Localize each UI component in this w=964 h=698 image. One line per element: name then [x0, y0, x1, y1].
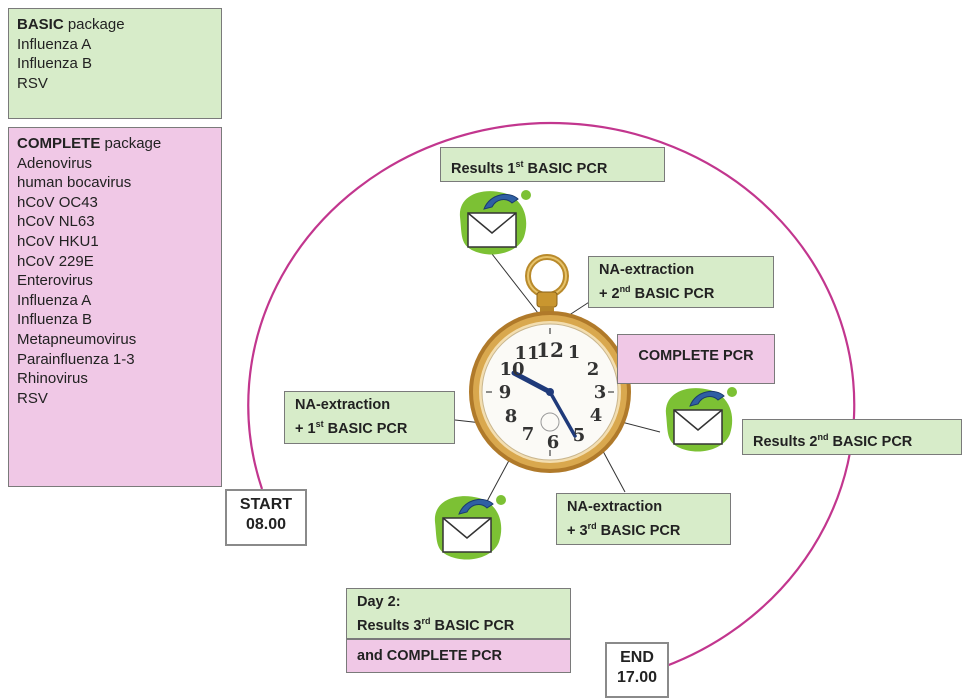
start-time: 08.00: [245, 516, 287, 533]
end-time-box: END 17.00: [605, 642, 669, 698]
complete-package-item: Influenza B: [17, 311, 93, 329]
complete-package-item: hCoV NL63: [17, 213, 95, 231]
envelope-icon: [434, 495, 506, 560]
complete-package-item: hCoV 229E: [17, 252, 94, 270]
complete-package-item: Metapneumovirus: [17, 330, 137, 348]
clock-numeral: 2: [587, 359, 600, 380]
start-time-box: START 08.00: [225, 489, 307, 546]
complete-package-item: Rhinovirus: [17, 370, 88, 388]
clock-numeral: 7: [522, 424, 535, 445]
basic-package-item: RSV: [17, 74, 48, 92]
envelope-icon: [665, 387, 737, 452]
complete-package-item: Influenza A: [17, 291, 92, 309]
complete-pcr-label: COMPLETE PCR: [617, 334, 775, 384]
day2-results-label: Day 2: Results 3rd BASIC PCR: [346, 588, 571, 639]
extraction-2-label: NA-extraction + 2nd BASIC PCR: [588, 256, 774, 308]
complete-package-item: hCoV HKU1: [17, 232, 99, 250]
complete-package-title: COMPLETE package: [17, 135, 162, 152]
day2-complete-label: and COMPLETE PCR: [346, 639, 571, 673]
extraction-1-label: NA-extraction + 1st BASIC PCR: [284, 391, 455, 444]
clock-numeral: 1: [568, 342, 581, 363]
clock-numeral: 8: [505, 406, 518, 427]
results-2-label: Results 2nd BASIC PCR: [742, 419, 962, 455]
complete-package-item: hCoV OC43: [17, 193, 98, 211]
results-1-label: Results 1st BASIC PCR: [440, 147, 665, 182]
basic-package-item: Influenza B: [17, 55, 93, 73]
complete-package-box: COMPLETE package Adenovirus human bocavi…: [8, 127, 222, 487]
envelope-icon: [459, 190, 531, 255]
complete-package-item: Adenovirus: [17, 154, 93, 172]
clock-numeral: 11: [514, 343, 539, 364]
clock-numeral: 3: [594, 382, 607, 403]
clock-numeral: 4: [590, 405, 603, 426]
start-label: START: [239, 496, 293, 513]
complete-package-item: RSV: [17, 389, 48, 407]
clock-numeral: 5: [573, 425, 586, 446]
end-time: 17.00: [616, 669, 658, 686]
end-label: END: [620, 649, 654, 666]
basic-package-box: BASIC package Influenza A Influenza B RS…: [8, 8, 222, 119]
clock-numeral: 10: [499, 359, 524, 380]
extraction-3-label: NA-extraction + 3rd BASIC PCR: [556, 493, 731, 545]
complete-package-item: Parainfluenza 1-3: [17, 350, 135, 368]
clock-numeral: 6: [547, 432, 560, 453]
clock-numerals: 12 1 2 3 4 5 6 7 8 9 10 11: [499, 338, 607, 453]
stopwatch-icon: [469, 254, 631, 473]
basic-package-item: Influenza A: [17, 35, 92, 53]
cycle-arc: [247, 121, 856, 672]
complete-package-item: Enterovirus: [17, 272, 93, 290]
clock-numeral: 12: [536, 338, 564, 362]
basic-package-title: BASIC package: [17, 16, 125, 33]
clock-numeral: 9: [499, 382, 512, 403]
complete-package-item: human bocavirus: [17, 174, 132, 192]
